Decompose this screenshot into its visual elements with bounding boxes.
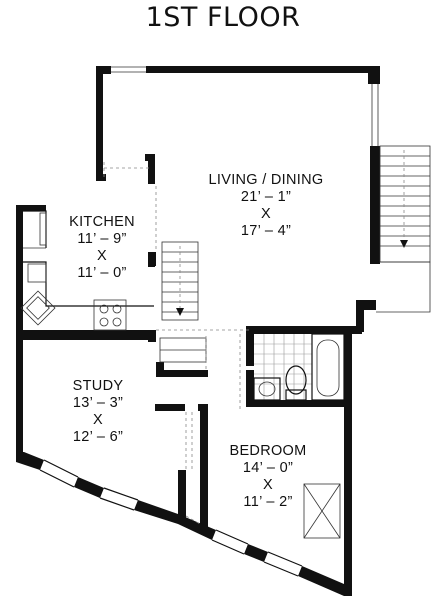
- bathtub-basin: [316, 339, 340, 397]
- window-line: [99, 497, 135, 511]
- wall-segment: [74, 477, 104, 498]
- toilet-tank: [285, 389, 307, 401]
- wall-segment: [16, 452, 44, 470]
- wall-segment: [250, 326, 362, 334]
- wall-segment: [344, 334, 352, 596]
- wall-segment: [96, 154, 103, 174]
- range: [93, 299, 127, 331]
- room-name: LIVING / DINING: [208, 172, 324, 188]
- wall-segment: [96, 66, 103, 161]
- wall-segment: [356, 300, 364, 332]
- window-line: [39, 469, 75, 488]
- wall-segment: [156, 362, 164, 370]
- wall-segment: [246, 400, 346, 407]
- interior-stair: [103, 162, 250, 410]
- sink: [20, 290, 56, 326]
- wall-segment: [16, 340, 23, 456]
- burner: [112, 317, 122, 327]
- wall-segment: [155, 404, 185, 411]
- wall-segment: [298, 566, 344, 596]
- room-bedroom: BEDROOM 14’ – 0” X 11’ – 2”: [218, 443, 318, 511]
- wall-segment: [244, 544, 268, 562]
- stair-arrow: [176, 308, 184, 316]
- window-line: [43, 459, 79, 478]
- wall-segment: [96, 66, 111, 74]
- room-dimension-separator: X: [93, 412, 103, 428]
- room-living-dining: LIVING / DINING 21’ – 1” X 17’ – 4”: [196, 172, 336, 240]
- window-line: [263, 561, 299, 577]
- exterior-stair: [376, 145, 431, 313]
- room-dimension-separator: X: [261, 206, 271, 222]
- bathtub: [311, 333, 345, 401]
- wall-segment: [148, 154, 155, 184]
- room-kitchen: KITCHEN 11’ – 9” X 11’ – 0”: [52, 214, 152, 282]
- window-line: [267, 551, 303, 567]
- window-line: [211, 539, 245, 555]
- room-dimension: 11’ – 9”: [77, 231, 127, 247]
- kitchen-fixtures: [20, 210, 154, 331]
- wall-segment: [96, 174, 106, 181]
- wall-segment: [16, 330, 156, 340]
- floor-title: 1ST FLOOR: [145, 2, 301, 33]
- wall-segment: [246, 370, 254, 406]
- fridge: [39, 212, 47, 246]
- wall-segment: [146, 66, 380, 73]
- wall-segment: [148, 252, 156, 266]
- wall-segment: [200, 404, 208, 532]
- dishwasher: [27, 263, 47, 283]
- wall-segment: [370, 146, 380, 264]
- room-name: BEDROOM: [229, 443, 307, 459]
- wall-segment: [368, 66, 380, 84]
- walls: [16, 66, 380, 596]
- wall-segment: [362, 300, 376, 310]
- room-name: STUDY: [72, 378, 124, 394]
- wall-segment: [178, 470, 186, 520]
- toilet: [285, 365, 307, 395]
- burner: [99, 317, 109, 327]
- room-study: STUDY 13’ – 3” X 12’ – 6”: [48, 378, 148, 446]
- stair-treads: [380, 155, 430, 247]
- vanity: [253, 377, 281, 401]
- doors-and-closets: [185, 412, 341, 539]
- wall-segment: [246, 326, 254, 366]
- room-dimension-separator: X: [263, 477, 273, 493]
- burner: [112, 304, 122, 314]
- room-dimension: 14’ – 0”: [242, 460, 294, 476]
- bathroom-fixtures: [253, 333, 345, 401]
- stair-arrow: [400, 240, 408, 248]
- counter-outline: [23, 210, 47, 248]
- burner: [99, 304, 109, 314]
- wall-segment: [148, 334, 156, 342]
- room-dimension: 13’ – 3”: [72, 395, 124, 411]
- window-line: [215, 529, 249, 545]
- wall-segment: [16, 205, 23, 330]
- vanity-sink: [258, 381, 276, 397]
- wall-segment: [16, 205, 46, 211]
- window-line: [103, 487, 139, 501]
- room-dimension: 21’ – 1”: [240, 189, 292, 205]
- room-dimension: 11’ – 0”: [77, 265, 127, 281]
- room-name: KITCHEN: [69, 214, 135, 230]
- wall-segment: [156, 370, 208, 377]
- wall-segment: [178, 514, 216, 540]
- room-dimension: 11’ – 2”: [243, 494, 293, 510]
- wall-segment: [134, 500, 178, 524]
- room-dimension: 12’ – 6”: [72, 429, 124, 445]
- room-dimension: 17’ – 4”: [240, 223, 292, 239]
- skylight: [303, 483, 341, 539]
- stair-outline: [161, 241, 199, 321]
- counter-outline: [23, 261, 154, 307]
- room-dimension-separator: X: [97, 248, 107, 264]
- door-line: [185, 515, 201, 525]
- landing-outline: [376, 261, 431, 313]
